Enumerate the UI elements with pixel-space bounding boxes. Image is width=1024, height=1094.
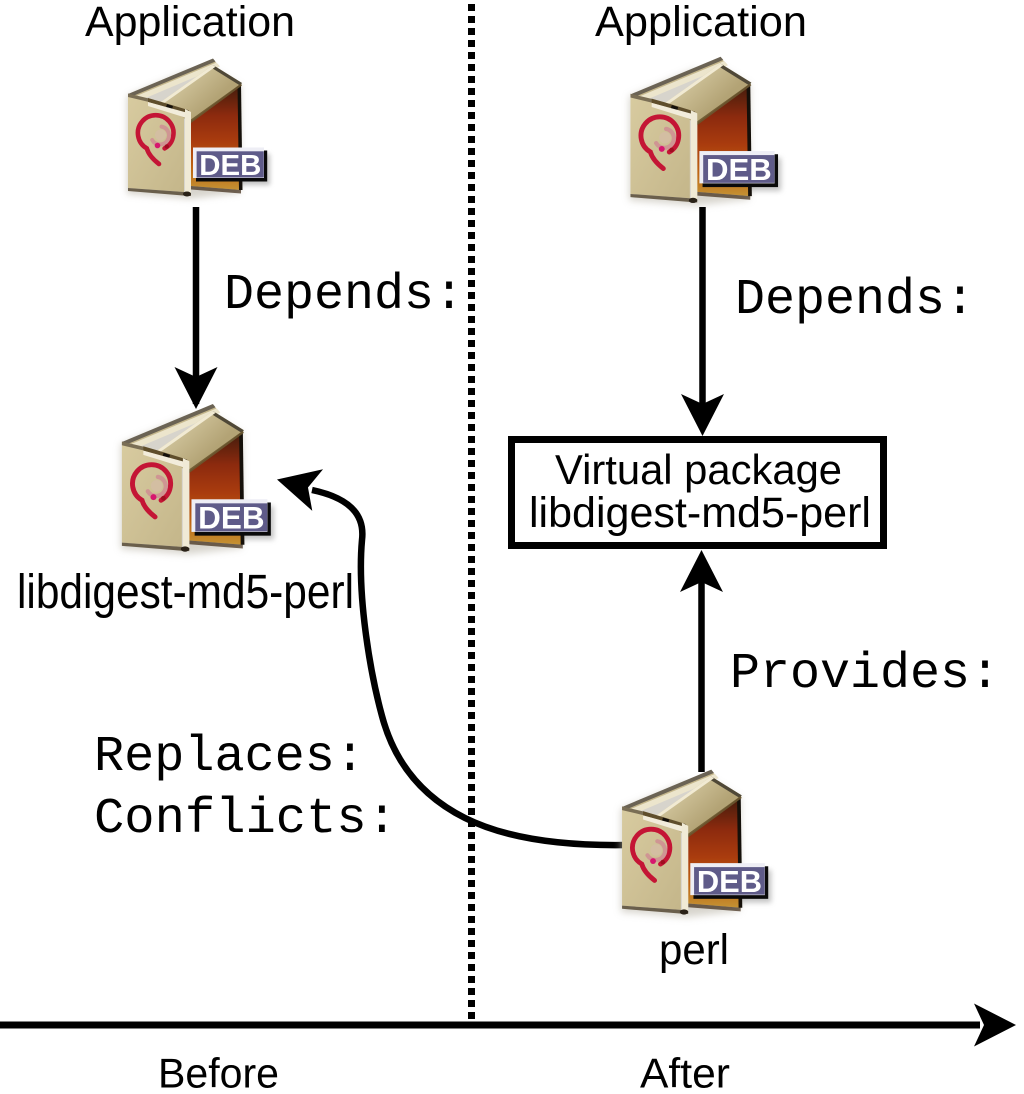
svg-text:perl: perl <box>659 926 729 974</box>
svg-text:After: After <box>640 1050 730 1094</box>
svg-text:Replaces:: Replaces: <box>94 729 365 786</box>
svg-text:Application: Application <box>595 0 807 46</box>
svg-text:Conflicts:: Conflicts: <box>94 791 397 848</box>
svg-text:Virtual package: Virtual package <box>555 446 842 493</box>
svg-text:Depends:: Depends: <box>735 272 975 329</box>
svg-text:Application: Application <box>85 0 295 46</box>
svg-text:Depends:: Depends: <box>224 267 464 324</box>
svg-text:Before: Before <box>158 1050 279 1094</box>
svg-text:Provides:: Provides: <box>730 646 1000 703</box>
svg-text:libdigest-md5-perl: libdigest-md5-perl <box>529 489 871 537</box>
svg-text:libdigest-md5-perl: libdigest-md5-perl <box>17 566 354 619</box>
